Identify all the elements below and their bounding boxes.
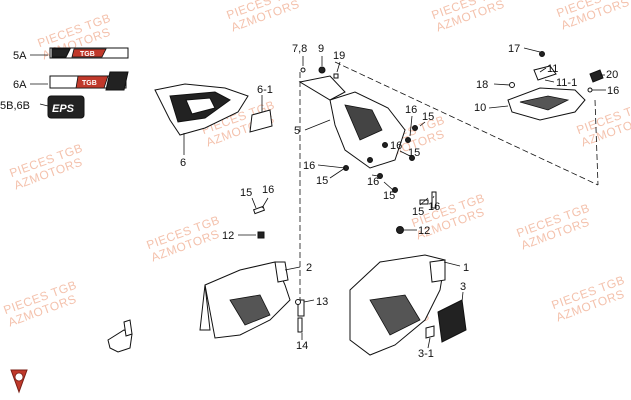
assembly-guide-line: [334, 61, 599, 186]
callout-17: 17: [508, 43, 520, 55]
callout-6a: 6A: [13, 79, 27, 91]
assembly-guide-line: [594, 99, 599, 186]
callout-5: 5: [294, 125, 300, 137]
svg-text:EPS: EPS: [52, 103, 75, 115]
callout-16: 16: [390, 140, 402, 152]
callout-18: 18: [476, 79, 488, 91]
part-5-front-panel: [298, 75, 406, 169]
callout-12: 12: [418, 225, 430, 237]
part-11-cap: [509, 51, 604, 93]
svg-text:TGB: TGB: [80, 51, 95, 58]
callout-15: 15: [383, 190, 395, 202]
callout-7-8: 7,8: [292, 43, 307, 55]
leader-lines: [30, 47, 606, 349]
callout-16: 16: [262, 184, 274, 196]
decal-5b-6b: EPS: [47, 95, 85, 119]
callout-14: 14: [296, 340, 308, 352]
callout-19: 19: [333, 50, 345, 62]
brand-logo-icon: [10, 369, 28, 394]
part-3-pad: [425, 299, 467, 343]
decal-6a: TGB: [49, 71, 129, 91]
part-10-top-cover: [507, 87, 586, 121]
callout-6: 6: [180, 157, 186, 169]
callout-12: 12: [222, 230, 234, 242]
callout-20: 20: [606, 69, 618, 81]
bolt-cluster: [300, 66, 418, 193]
callout-11-1: 11-1: [556, 77, 577, 89]
bracket-part: [107, 319, 133, 353]
part-6-1-panel: [249, 109, 273, 133]
callout-3: 3: [460, 281, 466, 293]
part-1-right-lower-cover: [349, 254, 446, 356]
callout-2: 2: [306, 262, 312, 274]
callout-16: 16: [405, 104, 417, 116]
callout-15: 15: [240, 187, 252, 199]
callout-10: 10: [474, 102, 486, 114]
callout-15: 15: [316, 175, 328, 187]
decal-5a: TGB: [49, 47, 129, 59]
callout-13: 13: [316, 296, 328, 308]
callout-6-1: 6-1: [257, 84, 273, 96]
callout-16: 16: [367, 176, 379, 188]
callout-16: 16: [303, 160, 315, 172]
callout-16: 16: [607, 85, 619, 97]
callout-1: 1: [463, 262, 469, 274]
part-2-left-lower-cover: [199, 261, 291, 339]
callout-5b-6b: 5B,6B: [0, 100, 30, 112]
callout-15: 15: [412, 206, 424, 218]
callout-15: 15: [422, 111, 434, 123]
svg-text:TGB: TGB: [82, 80, 97, 87]
part-6-side-cover: [154, 83, 249, 136]
callout-3-1: 3-1: [418, 348, 434, 360]
callout-5a: 5A: [13, 50, 27, 62]
callout-16: 16: [428, 201, 440, 213]
callout-11: 11: [547, 63, 558, 75]
callout-15: 15: [408, 147, 420, 159]
callout-9: 9: [318, 43, 324, 55]
